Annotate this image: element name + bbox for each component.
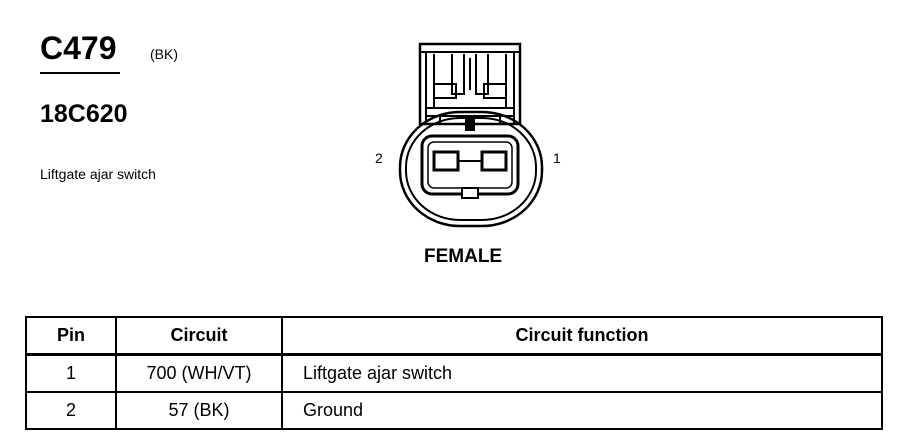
connector-id-underline [40, 72, 120, 74]
part-number: 18C620 [40, 100, 128, 128]
connector-gender: FEMALE [424, 246, 503, 267]
connector-face-drawing [398, 42, 544, 228]
table-row: 2 57 (BK) Ground [25, 391, 883, 430]
cell-circuit-function: Liftgate ajar switch [281, 353, 883, 393]
header-circuit-function: Circuit function [281, 316, 883, 356]
cell-circuit: 700 (WH/VT) [115, 353, 283, 393]
cell-pin: 2 [25, 391, 117, 430]
header-pin: Pin [25, 316, 117, 356]
connector-housing [398, 110, 544, 228]
connector-description: Liftgate ajar switch [40, 166, 156, 182]
cell-pin: 1 [25, 353, 117, 393]
table-header-row: Pin Circuit Circuit function [25, 316, 883, 356]
cell-circuit: 57 (BK) [115, 391, 283, 430]
connector-id: C479 [40, 30, 117, 66]
pin-label-left: 2 [375, 150, 383, 166]
connector-color: (BK) [150, 46, 178, 62]
header-circuit: Circuit [115, 316, 283, 356]
terminal-cavity [420, 134, 520, 199]
pin-label-right: 1 [553, 150, 561, 166]
pinout-table: Pin Circuit Circuit function 1 700 (WH/V… [25, 316, 883, 430]
table-row: 1 700 (WH/VT) Liftgate ajar switch [25, 353, 883, 393]
cell-circuit-function: Ground [281, 391, 883, 430]
